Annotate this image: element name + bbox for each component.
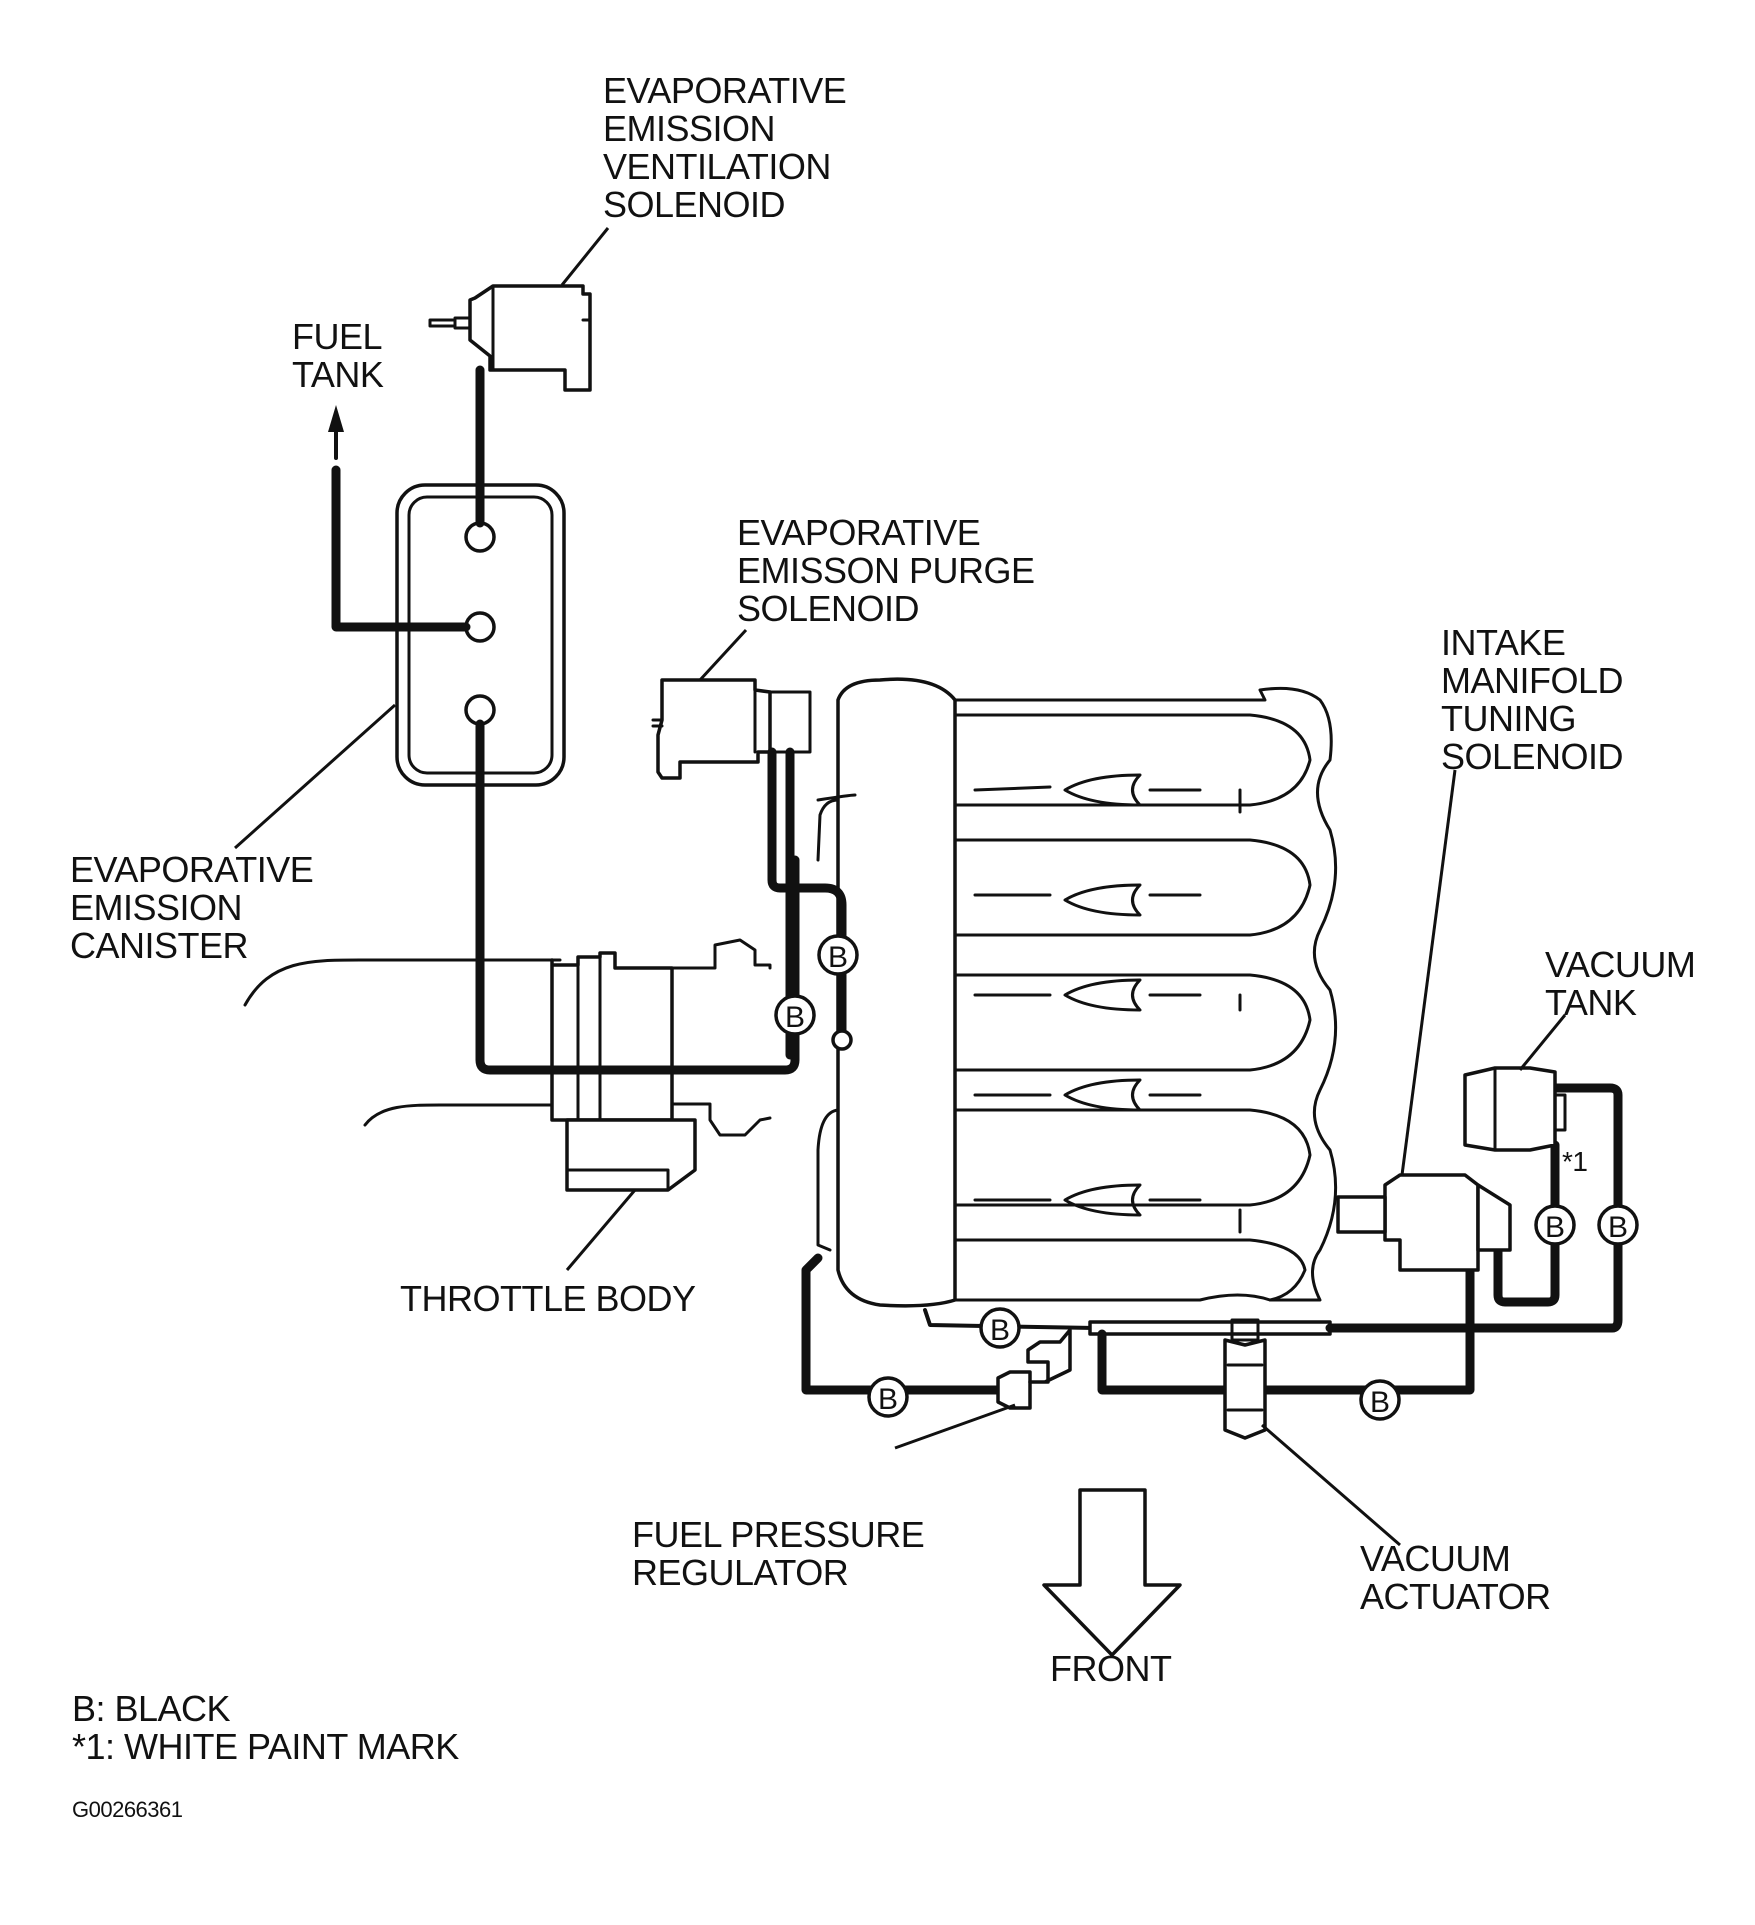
- figure-id: G00266361: [72, 1797, 183, 1822]
- b-marker-text: B: [1545, 1211, 1565, 1244]
- label-canister: EVAPORATIVE EMISSION CANISTER: [70, 849, 314, 966]
- b-marker-actuator: B: [1359, 1379, 1401, 1421]
- throttle-body: [243, 938, 772, 1192]
- canister-leader: [234, 703, 396, 850]
- fuel-tank-hose: [331, 465, 471, 632]
- b-marker-text: B: [785, 1001, 805, 1034]
- b-marker-purge-right: B: [817, 934, 859, 976]
- legend-black: B: BLACK: [72, 1688, 231, 1729]
- b-marker-text: B: [990, 1314, 1010, 1347]
- legend-white-paint: *1: WHITE PAINT MARK: [72, 1726, 459, 1767]
- legend: B: BLACK *1: WHITE PAINT MARK: [72, 1690, 459, 1766]
- purge-solenoid: [651, 678, 812, 780]
- fuel-tank-arrow-head: [328, 405, 344, 432]
- b-marker-text: B: [1608, 1211, 1628, 1244]
- b-marker-text: B: [1370, 1386, 1390, 1419]
- ventilation-solenoid: [428, 284, 592, 392]
- imt-solenoid-leader: [1400, 769, 1457, 1176]
- b-marker-imt: B: [1534, 1204, 1576, 1246]
- b-marker-lower-top: B: [979, 1307, 1021, 1349]
- vacuum-actuator: [1223, 1318, 1267, 1440]
- label-imt-solenoid: INTAKE MANIFOLD TUNING SOLENOID: [1441, 622, 1624, 777]
- label-vent-solenoid: EVAPORATIVE EMISSION VENTILATION SOLENOI…: [603, 70, 847, 225]
- intake-manifold: [816, 677, 1338, 1308]
- b-marker-text: B: [878, 1383, 898, 1416]
- label-vacuum-tank: VACUUM TANK: [1545, 944, 1696, 1023]
- b-marker-fpr: B: [867, 1376, 909, 1418]
- vacuum-tank: [1463, 1066, 1567, 1152]
- fuel-pressure-regulator: [996, 1328, 1072, 1410]
- actuator-hose: [1097, 1260, 1475, 1395]
- canister-hose: [475, 719, 800, 1075]
- b-marker-tank: B: [1597, 1204, 1639, 1246]
- throttle-body-leader: [565, 1189, 637, 1271]
- purge-hose-1: [767, 747, 847, 1035]
- hose-color-markers: B B B B B B B: [774, 934, 1639, 1421]
- vent-solenoid-leader: [560, 227, 610, 286]
- b-marker-text: B: [828, 941, 848, 974]
- label-fuel-tank: FUEL TANK: [292, 316, 384, 395]
- lower-hose-top: [923, 1308, 1097, 1330]
- purge-solenoid-leader: [698, 628, 748, 682]
- label-purge-solenoid: EVAPORATIVE EMISSON PURGE SOLENOID: [737, 512, 1035, 629]
- imt-hose: [1493, 1140, 1560, 1307]
- vacuum-tank-leader: [1518, 1014, 1567, 1071]
- vacuum-actuator-leader: [1261, 1423, 1401, 1547]
- label-fuel-pressure-regulator: FUEL PRESSURE REGULATOR: [632, 1514, 925, 1593]
- imt-solenoid: [1336, 1173, 1512, 1272]
- label-front: FRONT: [1050, 1648, 1172, 1689]
- label-vacuum-actuator: VACUUM ACTUATOR: [1360, 1538, 1551, 1617]
- label-paint-mark-ref: *1: [1562, 1146, 1588, 1177]
- fpr-leader: [894, 1403, 1016, 1450]
- label-throttle-body: THROTTLE BODY: [400, 1278, 696, 1319]
- b-marker-purge-left: B: [774, 994, 816, 1036]
- front-arrow: [1042, 1488, 1182, 1657]
